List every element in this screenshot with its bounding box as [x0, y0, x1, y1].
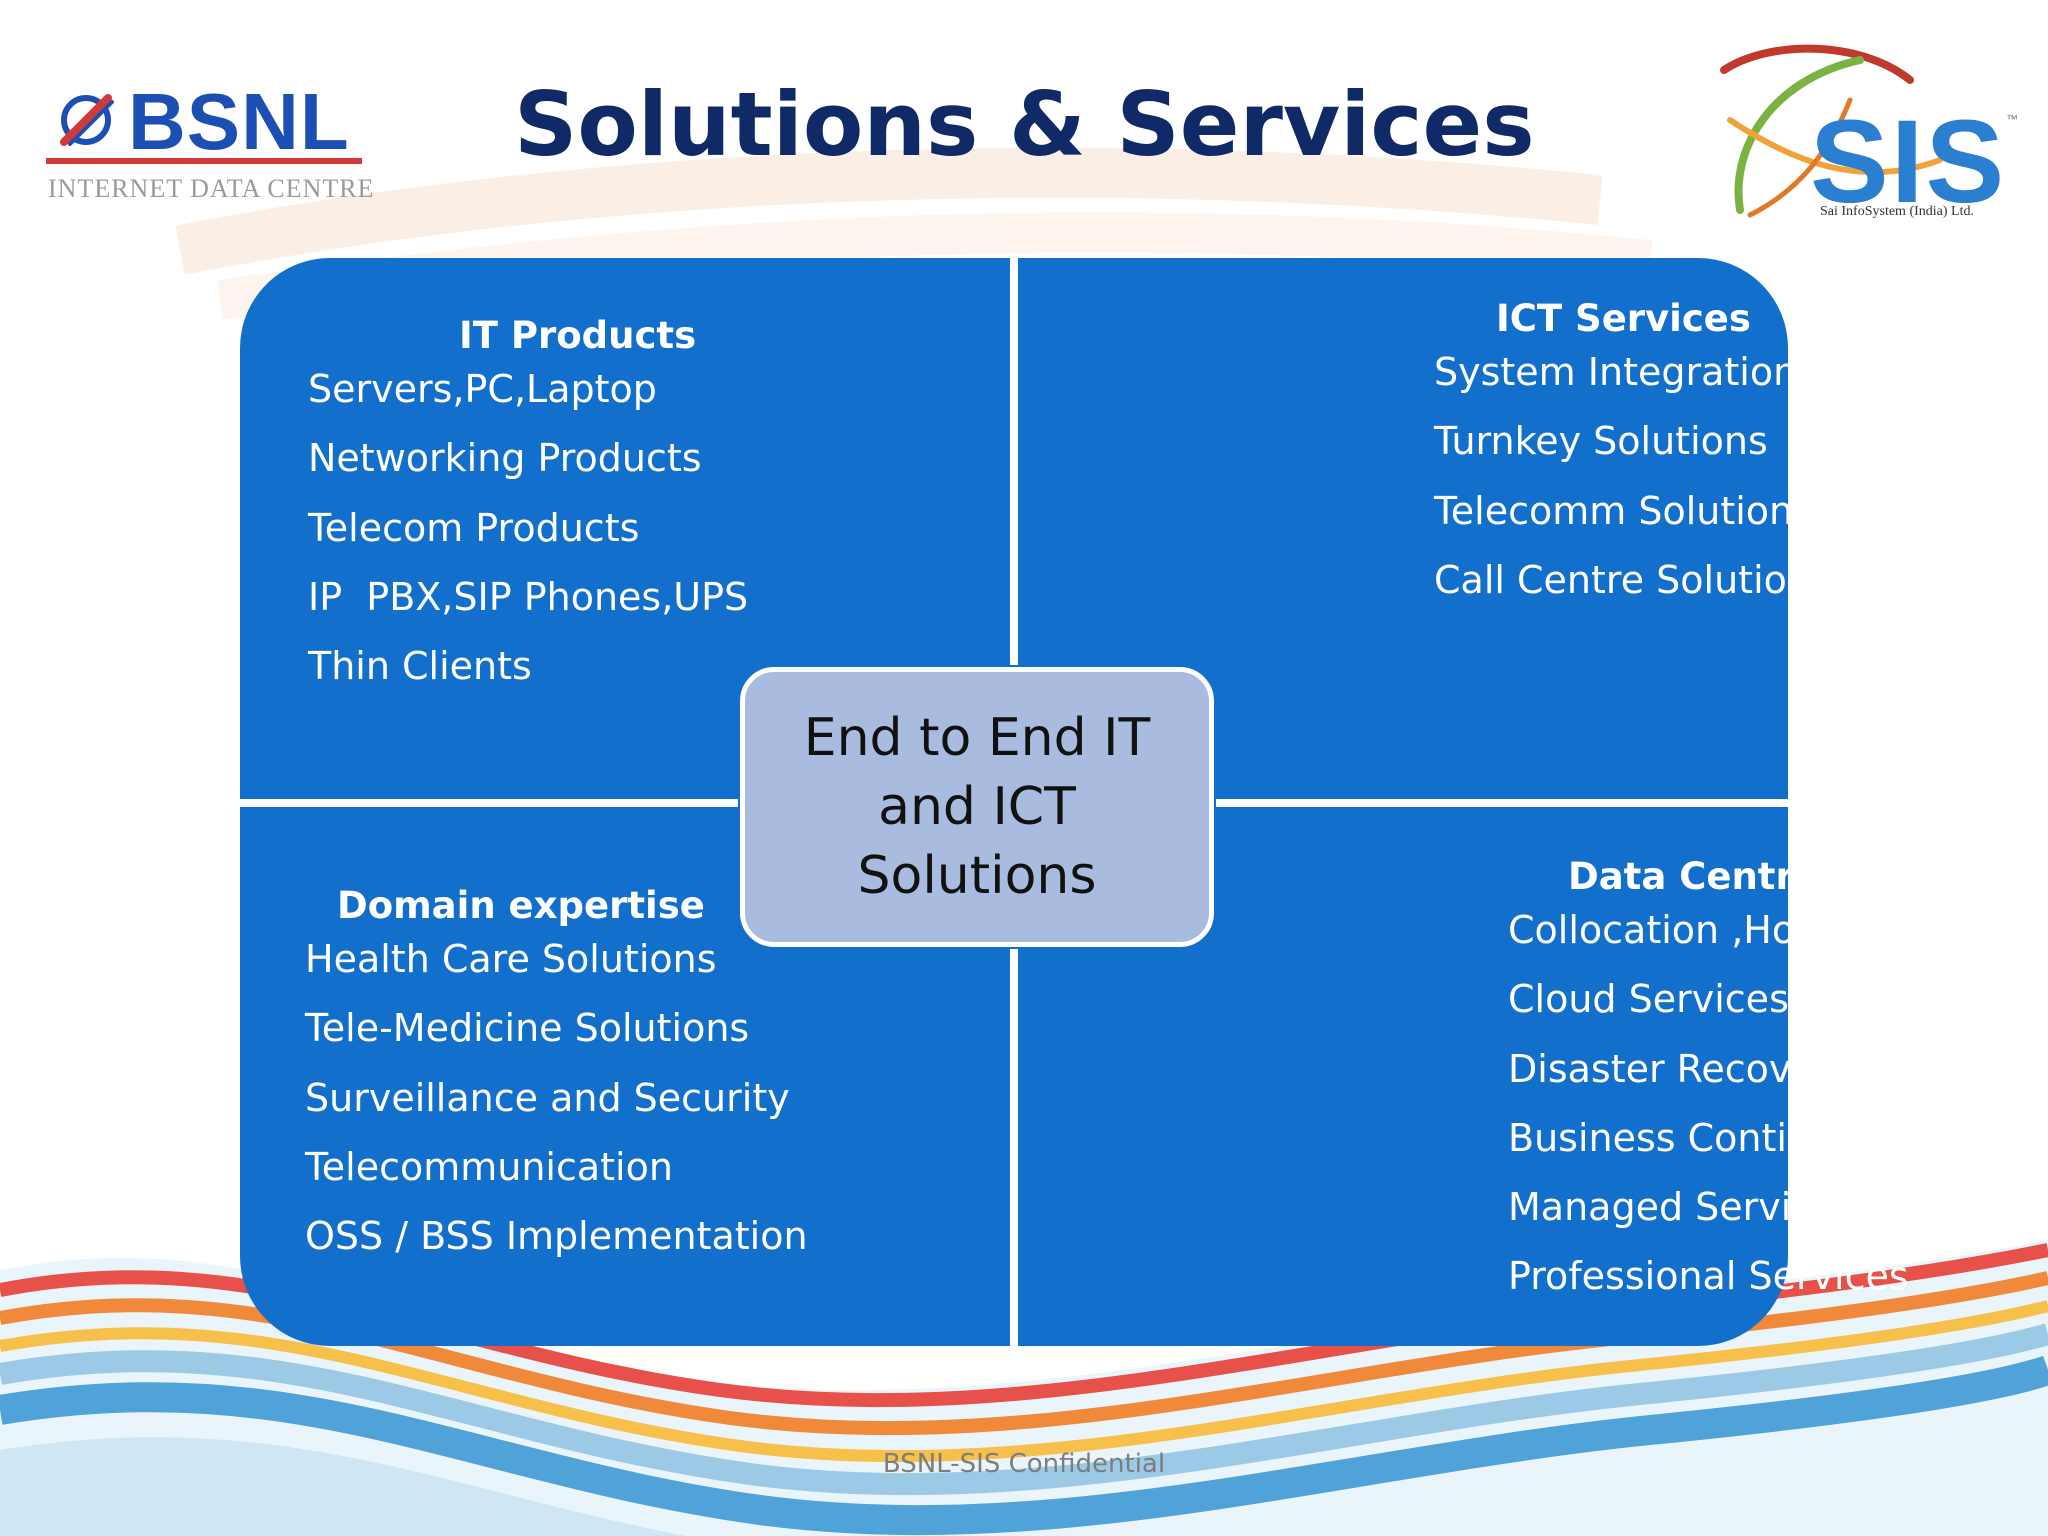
list-item: Business Continuity	[1508, 1115, 1884, 1160]
it-products-list: Servers,PC,Laptop Networking Products Te…	[308, 355, 748, 701]
sis-logo: SIS ™ Sai InfoSystem (India) Ltd.	[1710, 40, 2018, 230]
domain-expertise-list: Health Care Solutions Tele-Medicine Solu…	[305, 925, 808, 1271]
sis-swoosh-icon	[1720, 44, 1943, 218]
list-item: Telecomm Solutions	[1434, 488, 1813, 533]
data-centre-list: Collocation ,Hosting Cloud Services Disa…	[1508, 896, 1909, 1312]
list-item: Tele-Medicine Solutions	[305, 1006, 750, 1051]
it-products-heading: IT Products	[459, 314, 697, 357]
bsnl-emblem-icon	[60, 94, 114, 146]
list-item: Servers,PC,Laptop	[308, 367, 657, 411]
footer-confidential: BSNL-SIS Confidential	[882, 1449, 1166, 1479]
bsnl-logo-underline	[46, 158, 362, 164]
list-item: Surveillance and Security	[305, 1075, 790, 1120]
list-item: Disaster Recovery	[1508, 1046, 1853, 1091]
list-item: Collocation ,Hosting	[1508, 908, 1889, 952]
list-item: Thin Clients	[308, 644, 532, 689]
slide-title: Solutions & Services	[514, 73, 1535, 176]
center-box: End to End IT and ICT Solutions	[740, 667, 1214, 947]
list-item: Telecom Products	[308, 505, 640, 550]
sis-logo-subtitle: Sai InfoSystem (India) Ltd.	[1820, 204, 1974, 219]
list-item: Turnkey Solutions	[1434, 419, 1768, 464]
list-item: Telecommunication	[305, 1144, 673, 1189]
list-item: OSS / BSS Implementation	[305, 1214, 808, 1259]
trademark-icon: ™	[2006, 112, 2018, 126]
sis-logo-text: SIS	[1810, 96, 2007, 228]
list-item: Professional Services	[1508, 1254, 1909, 1299]
data-centre-heading: Data Centre	[1568, 855, 1819, 898]
bsnl-logo-subtitle: INTERNET DATA CENTRE	[48, 174, 375, 203]
list-item: Call Centre Solutions	[1434, 557, 1831, 602]
list-item: Health Care Solutions	[305, 937, 717, 981]
bsnl-logo: BSNL INTERNET DATA CENTRE	[44, 78, 374, 208]
list-item: IP PBX,SIP Phones,UPS	[308, 574, 749, 619]
quadrant-it-products: IT Products Servers,PC,Laptop Networking…	[240, 258, 1010, 799]
list-item: Cloud Services	[1508, 977, 1789, 1022]
ict-services-heading: ICT Services	[1496, 297, 1751, 340]
ict-services-list: System Integration Turnkey Solutions Tel…	[1434, 338, 1831, 615]
bsnl-logo-text: BSNL	[128, 77, 350, 166]
list-item: System Integration	[1434, 350, 1798, 394]
list-item: Managed Services	[1508, 1185, 1856, 1230]
solutions-matrix: IT Products Servers,PC,Laptop Networking…	[240, 258, 1909, 1346]
center-text: End to End IT and ICT Solutions	[803, 707, 1151, 906]
list-item: Networking Products	[308, 436, 702, 481]
domain-expertise-heading: Domain expertise	[337, 884, 705, 927]
